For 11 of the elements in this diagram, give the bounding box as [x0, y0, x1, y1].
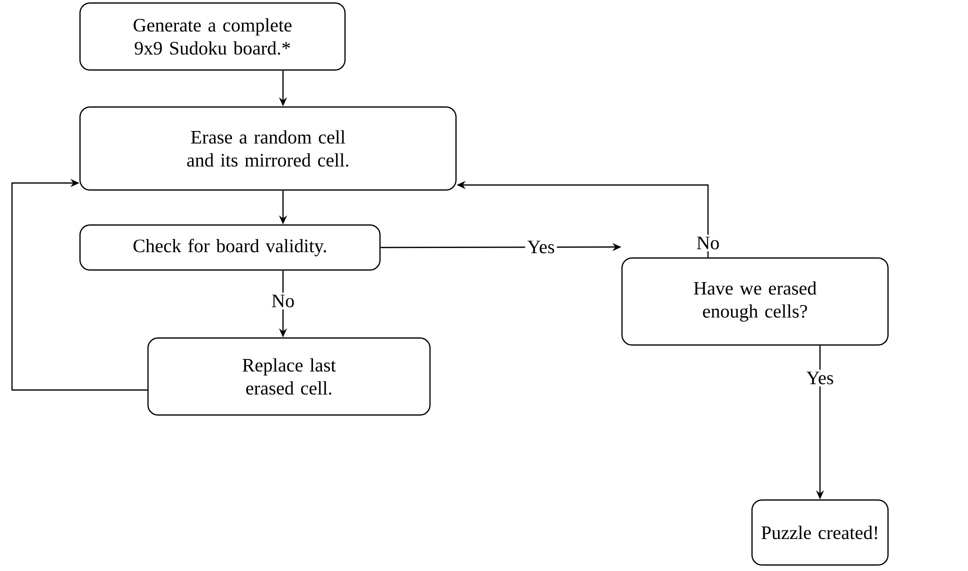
arrow [11, 178, 148, 391]
edge-label: Yes [804, 370, 836, 386]
process-box: Puzzle created! [751, 499, 889, 566]
edge-label: Yes [525, 238, 557, 256]
process-box: Replace last erased cell. [147, 337, 431, 416]
process-box: Have we erased enough cells? [621, 257, 889, 346]
edge-label: No [269, 292, 297, 310]
process-box: Erase a random cell and its mirrored cell. [79, 106, 457, 191]
process-box: Check for board validity. [79, 224, 381, 271]
edge-label: No [694, 234, 722, 252]
process-box: Generate a complete 9x9 Sudoku board.* [79, 2, 346, 71]
